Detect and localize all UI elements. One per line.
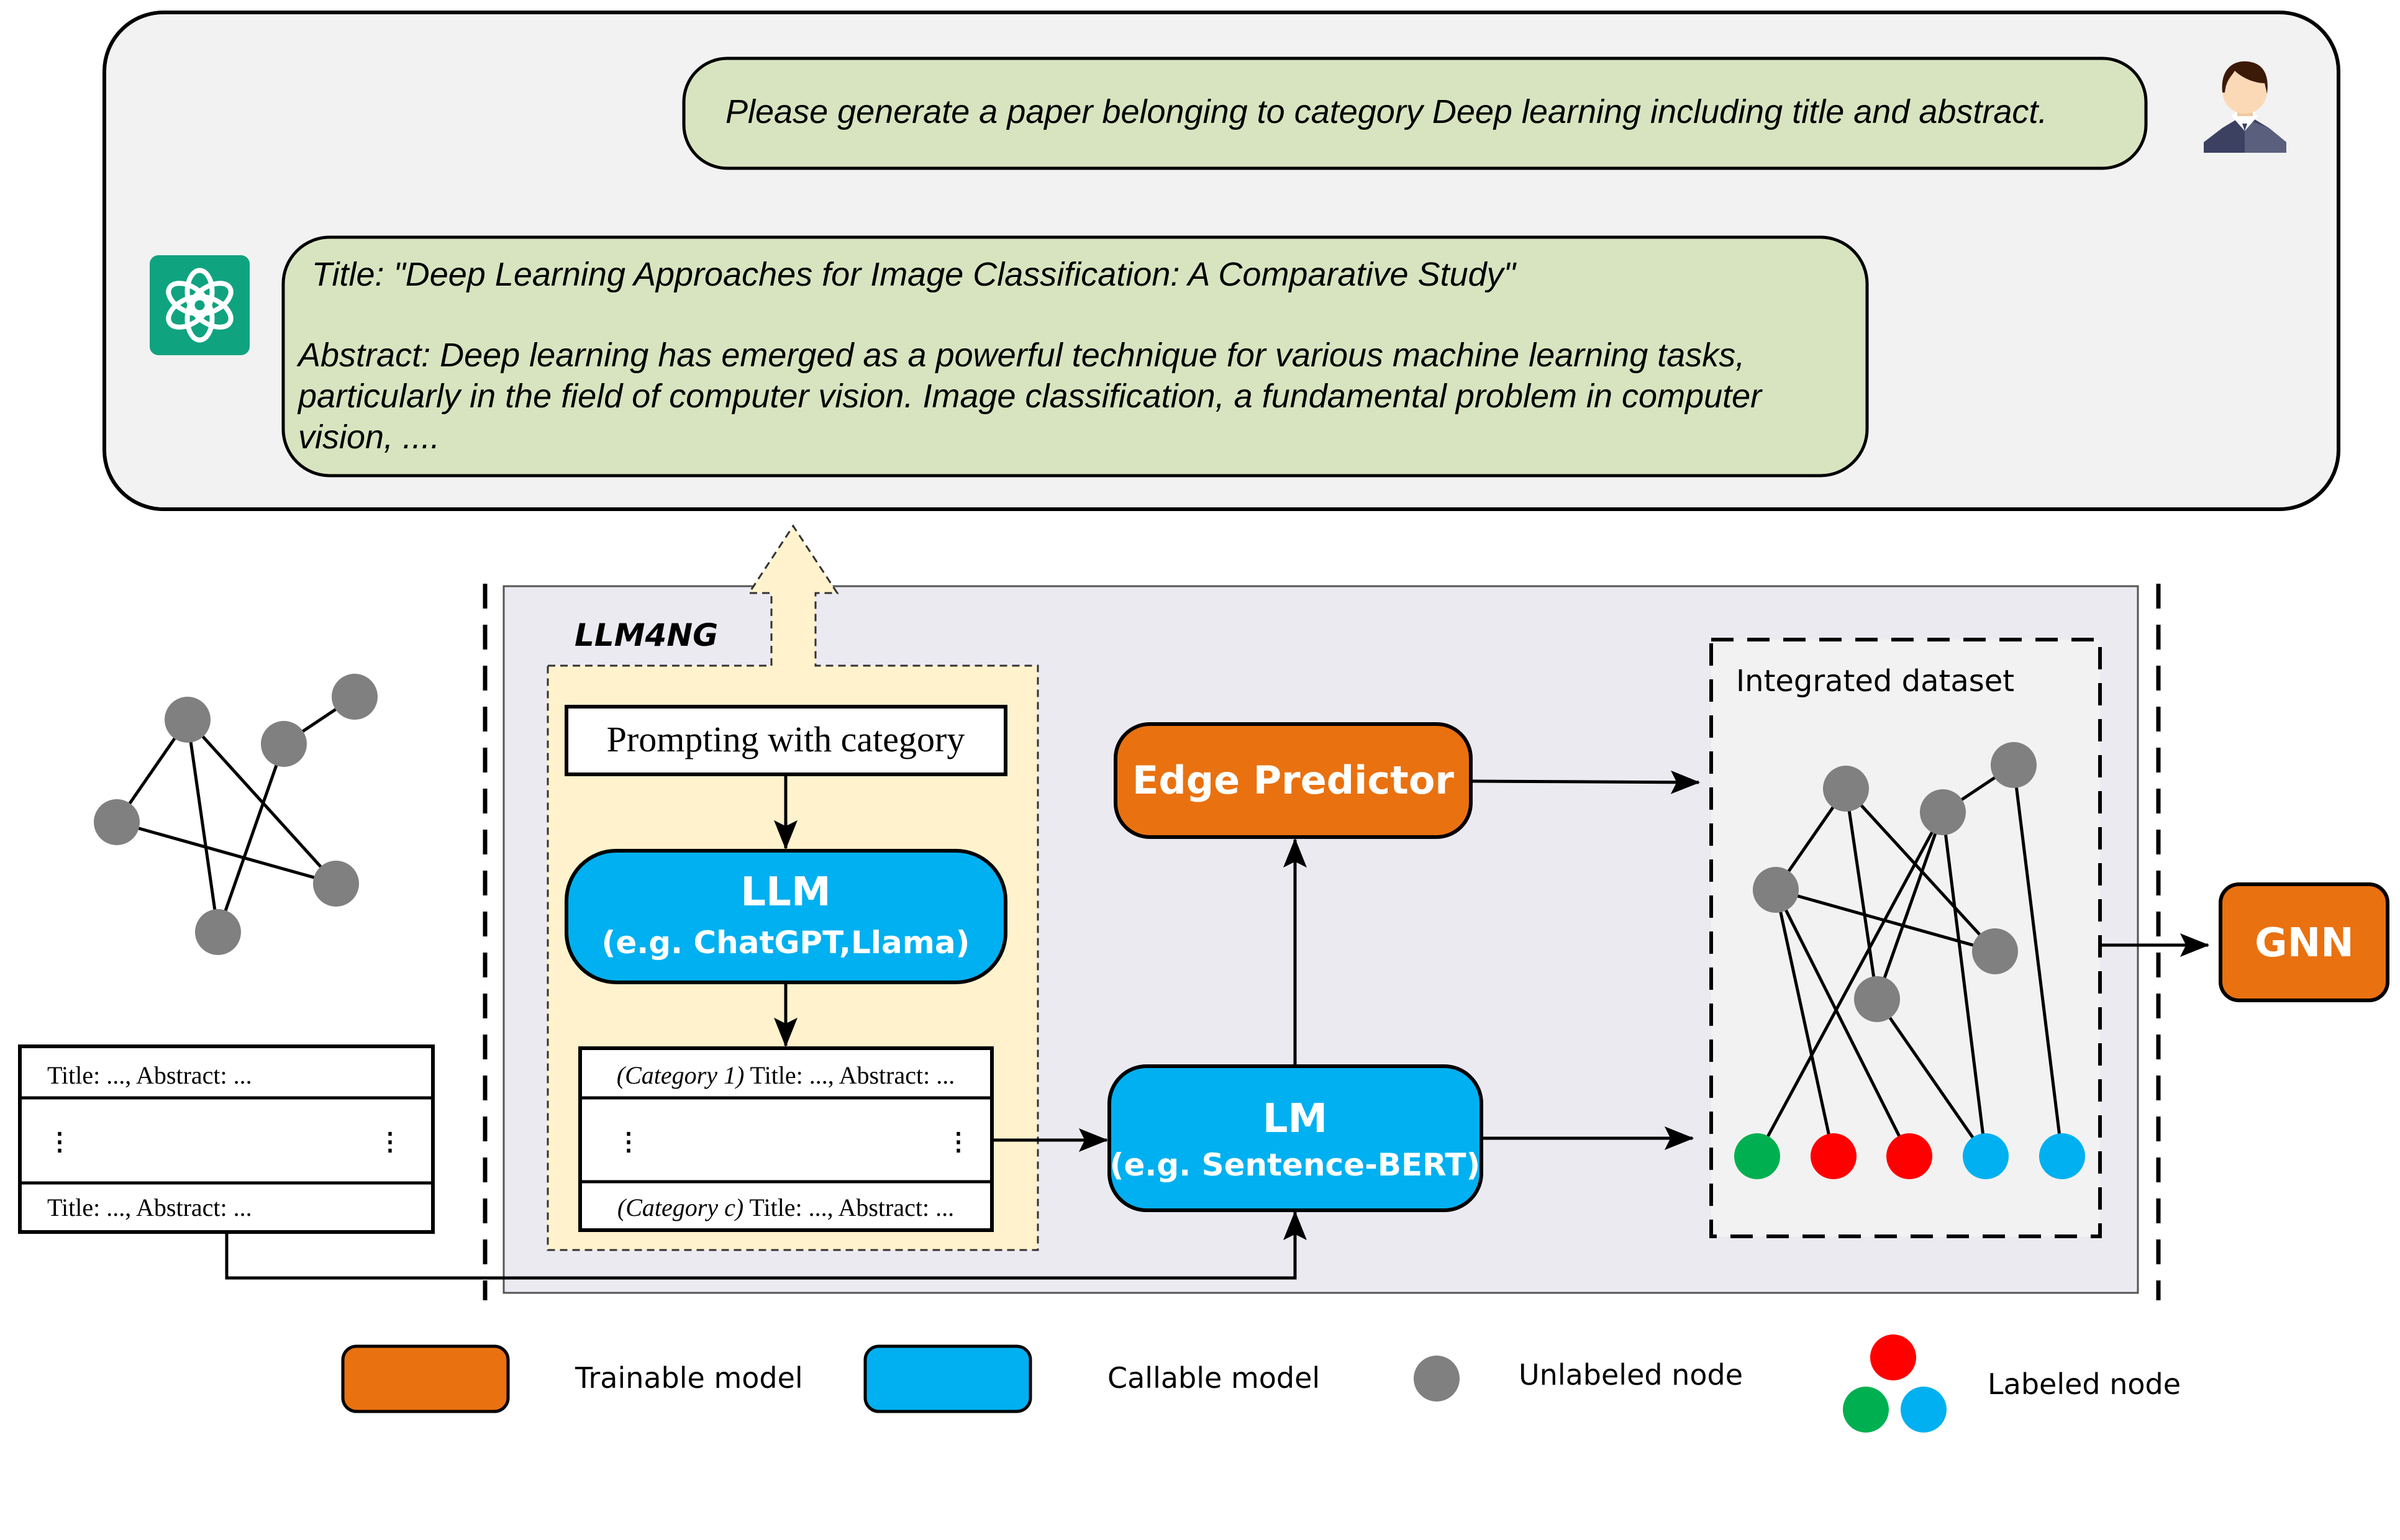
chat-panel: Please generate a paper belonging to cat…	[102, 11, 2340, 511]
graph-edge	[2012, 764, 2064, 1157]
graph-edge	[1774, 889, 1835, 1157]
lm-box: LM (e.g. Sentence-BERT)	[1107, 1064, 1483, 1212]
graph-edge	[1941, 812, 1988, 1157]
llm-box: LLM (e.g. ChatGPT,Llama)	[565, 849, 1007, 984]
assistant-abstract-line: Abstract: Deep learning has emerged as a…	[296, 337, 1745, 374]
legend-label: Unlabeled node	[1519, 1358, 1743, 1392]
prompting-label: Prompting with category	[607, 719, 965, 759]
graph-edge	[186, 719, 220, 933]
unlabeled-node	[1972, 928, 2018, 974]
integrated-graph	[1734, 742, 2085, 1179]
graph-edge	[1775, 888, 1996, 953]
labeled-node-blue	[2039, 1133, 2085, 1179]
graph-edge	[1875, 812, 1945, 1000]
user-avatar-icon	[2204, 61, 2286, 153]
unlabeled-node	[261, 721, 307, 767]
unlabeled-node	[165, 697, 211, 743]
ellipsis-right: ⋮	[378, 1128, 402, 1156]
legend-label: Labeled node	[1988, 1367, 2181, 1401]
legend-label: Callable model	[1107, 1361, 1320, 1395]
original-row: Title: ..., Abstract: ...	[47, 1194, 252, 1221]
assistant-abstract-line: particularly in the field of computer vi…	[297, 378, 1763, 415]
chatgpt-logo-icon	[150, 255, 250, 355]
graph-edge	[186, 718, 337, 885]
labeled-node-green-icon	[1843, 1387, 1889, 1433]
lm-subtitle: (e.g. Sentence-BERT)	[1110, 1147, 1481, 1183]
legend-label: Trainable model	[575, 1361, 803, 1395]
unlabeled-node	[1753, 867, 1799, 913]
gnn-box: GNN	[2219, 882, 2389, 1002]
generated-row: (Category 1) Title: ..., Abstract: ...	[617, 1061, 955, 1089]
ellipsis-left: ⋮	[47, 1128, 72, 1156]
lm-title: LM	[1263, 1096, 1327, 1142]
user-message-bubble: Please generate a paper belonging to cat…	[682, 57, 2148, 170]
graph-edge	[116, 820, 337, 886]
graph-edge	[216, 743, 286, 933]
framework-name: LLM4NG	[575, 617, 718, 653]
gnn-label: GNN	[2255, 920, 2354, 966]
graph-edge	[1774, 889, 1911, 1157]
assistant-message-bubble: Title: "Deep Learning Approaches for Ima…	[281, 235, 1869, 478]
edge-predictor-label: Edge Predictor	[1132, 758, 1454, 803]
integrated-dataset-label: Integrated dataset	[1736, 664, 2014, 699]
legend-item-trainable: Trainable model	[341, 1344, 803, 1413]
graph-edge	[1755, 811, 1945, 1157]
labeled-node-blue	[1963, 1133, 2009, 1179]
edge-predictor-box: Edge Predictor	[1114, 722, 1473, 839]
llm-title: LLM	[740, 869, 830, 915]
ellipsis-right: ⋮	[946, 1128, 971, 1156]
assistant-title-text: Title: "Deep Learning Approaches for Ima…	[312, 256, 1517, 293]
original-data-table: Title: ..., Abstract: ... ⋮ ⋮ Title: ...…	[18, 1044, 435, 1234]
graph-edge	[1845, 787, 1996, 953]
arrow-edge-predictor-to-dataset	[1472, 770, 1701, 794]
unlabeled-node	[94, 799, 140, 845]
legend-item-callable: Callable model	[863, 1344, 1320, 1413]
legend: Trainable model Callable model Unlabeled…	[341, 1334, 2181, 1433]
labeled-node-green	[1734, 1133, 1780, 1179]
legend-item-labeled: Labeled node	[1843, 1334, 2181, 1433]
original-row: Title: ..., Abstract: ...	[47, 1061, 252, 1089]
labeled-node-red	[1811, 1133, 1857, 1179]
generated-row: (Category c) Title: ..., Abstract: ...	[617, 1194, 954, 1221]
legend-item-unlabeled: Unlabeled node	[1414, 1356, 1743, 1402]
ellipsis-left: ⋮	[616, 1128, 641, 1156]
llm-subtitle: (e.g. ChatGPT,Llama)	[602, 925, 970, 961]
integrated-dataset-panel: Integrated dataset	[1709, 638, 2102, 1238]
unlabeled-node-icon	[1414, 1356, 1460, 1402]
unlabeled-node	[1823, 766, 1869, 812]
unlabeled-node	[313, 861, 359, 907]
labeled-node-blue-icon	[1901, 1387, 1947, 1433]
unlabeled-node	[1854, 976, 1900, 1022]
input-graph	[94, 674, 378, 955]
unlabeled-node	[1991, 742, 2037, 788]
labeled-node-red	[1886, 1133, 1932, 1179]
generated-samples-table: (Category 1) Title: ..., Abstract: ... ⋮…	[578, 1046, 994, 1232]
user-prompt-text: Please generate a paper belonging to cat…	[725, 93, 2047, 130]
assistant-abstract-line: vision, ....	[298, 419, 440, 456]
unlabeled-node	[332, 674, 378, 720]
prompting-box: Prompting with category	[565, 705, 1007, 776]
graph-edge	[1875, 998, 1988, 1157]
unlabeled-node	[1920, 789, 1966, 835]
unlabeled-node	[195, 909, 241, 955]
labeled-node-red-icon	[1870, 1334, 1916, 1380]
graph-edge	[1844, 788, 1879, 1000]
arrow-original-to-lm	[225, 1210, 1307, 1280]
